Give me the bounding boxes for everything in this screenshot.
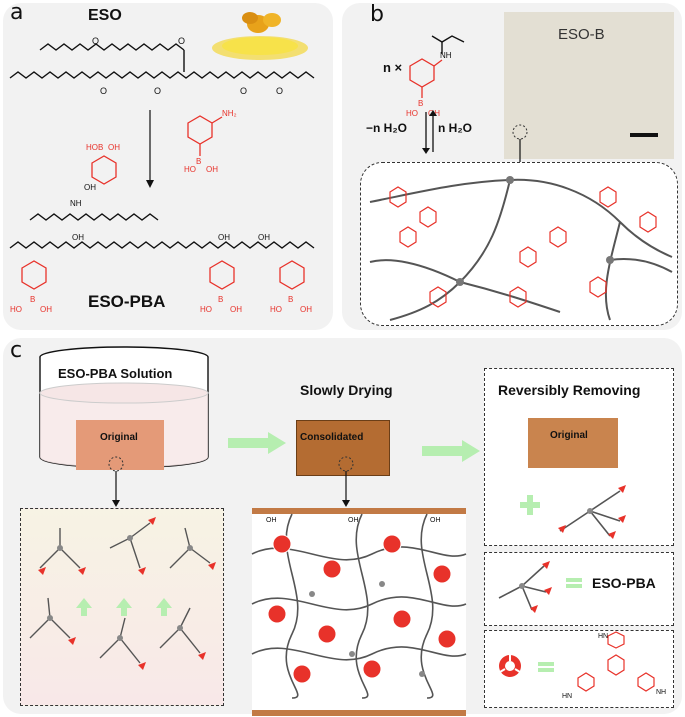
svg-text:HN: HN <box>598 633 608 640</box>
svg-text:HN: HN <box>562 693 572 700</box>
drying-label: Slowly Drying <box>300 382 393 398</box>
green-arrow-1 <box>228 432 286 454</box>
svg-text:OH: OH <box>348 517 359 524</box>
svg-text:OH: OH <box>72 233 84 242</box>
svg-text:B: B <box>30 295 35 304</box>
legend-eso-pba-label: ESO-PBA <box>592 575 656 591</box>
legend-boroxine-icon <box>499 655 521 677</box>
n-times-label: n × <box>383 60 403 75</box>
consolidated-block <box>296 420 390 476</box>
consolidated-network: OH OH OH <box>251 513 467 699</box>
svg-text:OH: OH <box>230 305 242 314</box>
svg-text:OH: OH <box>430 517 441 524</box>
legend-eso-pba-icon <box>498 561 552 613</box>
svg-text:HO: HO <box>200 305 212 314</box>
equilibrium-arrows <box>422 110 437 154</box>
svg-text:B: B <box>418 99 423 108</box>
svg-text:B: B <box>288 295 293 304</box>
svg-text:O: O <box>178 36 185 46</box>
svg-text:OH: OH <box>258 233 270 242</box>
svg-text:OH: OH <box>300 305 312 314</box>
eso-pba-title: ESO-PBA <box>88 292 166 311</box>
svg-text:OH: OH <box>266 517 277 524</box>
svg-text:B: B <box>98 143 103 152</box>
svg-text:OH: OH <box>218 233 230 242</box>
legend-equals-2 <box>538 662 554 672</box>
original-label-2: Original <box>550 430 588 441</box>
consolidated-label: Consolidated <box>300 432 364 443</box>
original-label-1: Original <box>100 432 138 443</box>
svg-text:NH: NH <box>440 51 452 60</box>
minus-water-label: −n H₂O <box>366 121 408 135</box>
svg-text:HO: HO <box>406 109 418 118</box>
solution-molecules <box>29 517 216 670</box>
eso-title: ESO <box>88 7 122 24</box>
svg-text:NH₂: NH₂ <box>222 109 237 118</box>
svg-text:B: B <box>218 295 223 304</box>
svg-text:OH: OH <box>206 165 218 174</box>
svg-text:O: O <box>92 36 99 46</box>
solution-label: ESO-PBA Solution <box>58 366 173 381</box>
svg-text:OH: OH <box>40 305 52 314</box>
legend-equals-1 <box>566 578 582 588</box>
svg-text:O: O <box>240 86 247 96</box>
eso-b-label: ESO-B <box>558 26 605 43</box>
removing-label: Reversibly Removing <box>498 382 641 398</box>
oil-droplet-image <box>212 12 308 60</box>
zoom-circle-c1 <box>108 456 124 507</box>
panel-b-label: b <box>370 2 384 27</box>
panel-a-label: a <box>10 0 24 25</box>
svg-text:HO: HO <box>184 165 196 174</box>
svg-text:HO: HO <box>86 143 98 152</box>
boroxine-structure: HN HN NH <box>562 631 666 700</box>
original-block-2 <box>528 418 618 468</box>
removed-molecule <box>520 485 626 539</box>
svg-text:NH: NH <box>656 689 666 696</box>
svg-text:O: O <box>100 86 107 96</box>
eso-b-network <box>369 176 673 321</box>
svg-text:O: O <box>154 86 161 96</box>
plus-water-label: n H₂O <box>438 121 472 135</box>
original-block-1 <box>76 420 164 470</box>
svg-text:OH: OH <box>108 143 120 152</box>
scale-bar <box>630 133 658 137</box>
svg-text:HO: HO <box>270 305 282 314</box>
svg-text:NH: NH <box>70 199 82 208</box>
svg-text:B: B <box>196 157 201 166</box>
zoom-circle-c2 <box>338 456 354 507</box>
green-arrow-2 <box>422 440 480 462</box>
svg-text:O: O <box>276 86 283 96</box>
svg-text:HO: HO <box>10 305 22 314</box>
svg-text:OH: OH <box>84 183 96 192</box>
panel-c-label: c <box>10 338 23 363</box>
